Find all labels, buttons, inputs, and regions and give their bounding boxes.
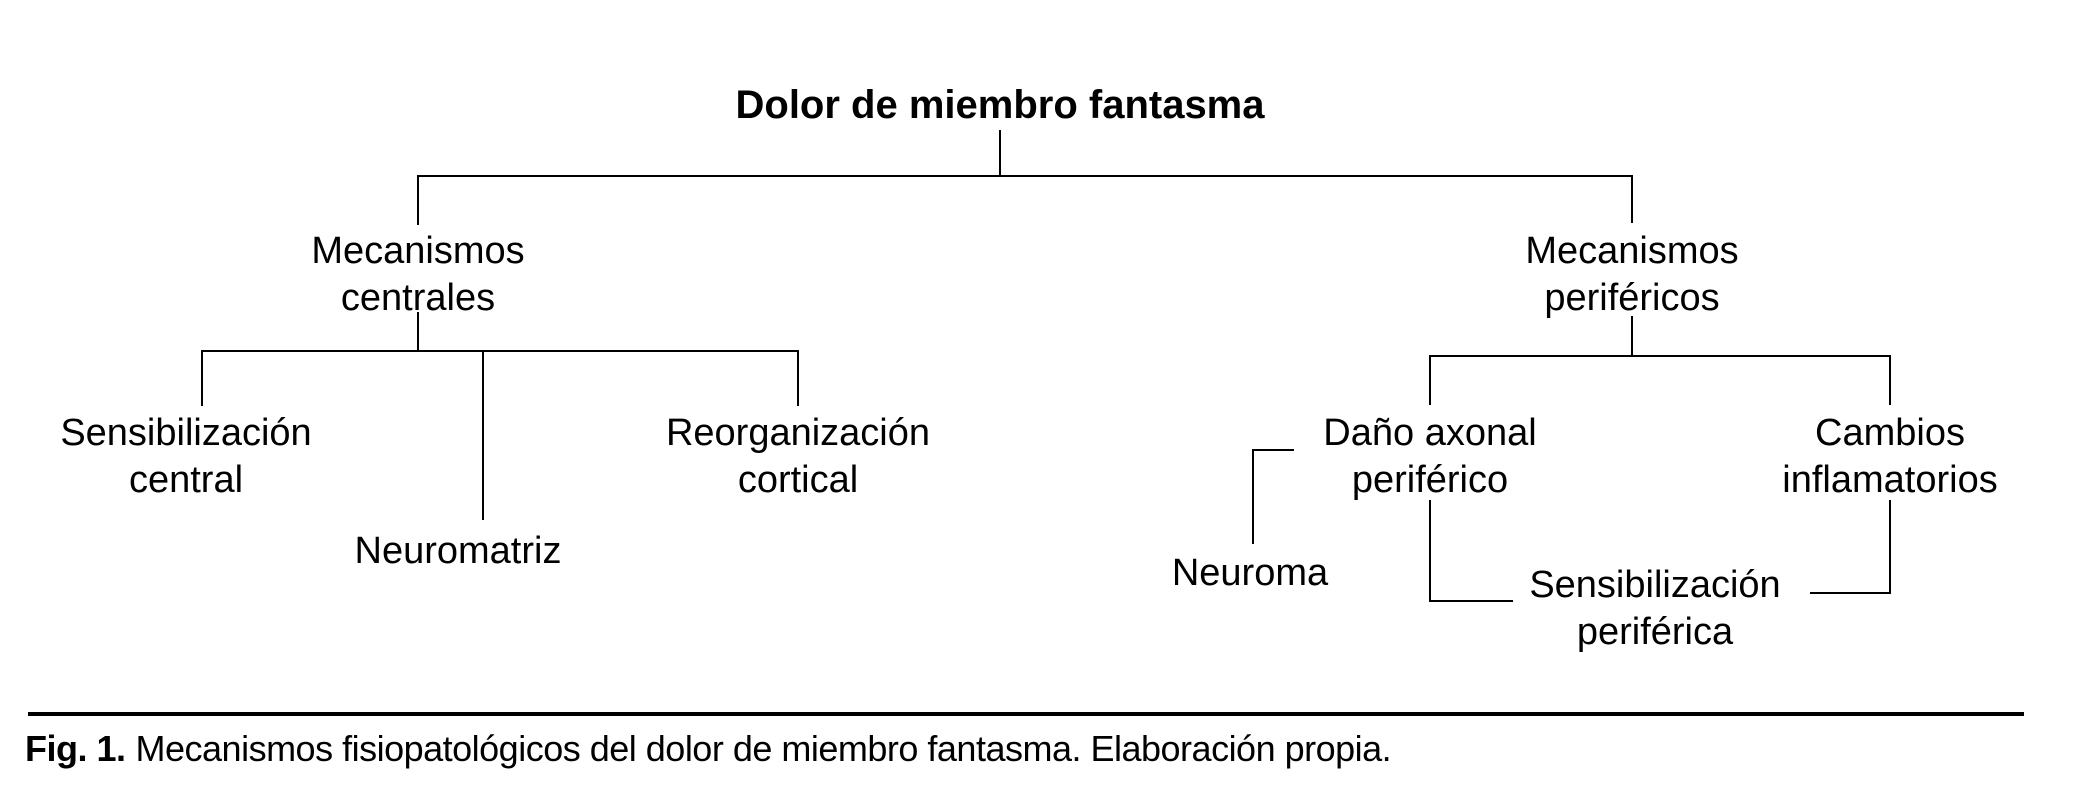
edge-to-neuromatriz [482, 350, 484, 520]
edge-perifericos-horizontal [1429, 355, 1891, 357]
edge-perifericos-stub [1631, 316, 1633, 357]
edge-dano-to-sensperiferica-horizontal [1429, 600, 1513, 602]
edge-to-sensibilizacion-central [201, 350, 203, 406]
node-dano-axonal-periferico: Daño axonal periférico [1323, 412, 1537, 501]
node-mecanismos-perifericos: Mecanismos periféricos [1525, 230, 1739, 319]
edge-centrales-horizontal [201, 350, 799, 352]
node-reorganizacion-cortical: Reorganización cortical [665, 412, 931, 501]
node-dolor-de-miembro-fantasma: Dolor de miembro fantasma [735, 83, 1265, 127]
node-neuromatriz: Neuromatriz [354, 530, 562, 572]
edge-centrales-stub [417, 312, 419, 352]
caption-separator-rule [28, 712, 2024, 716]
edge-dano-to-neuroma-vertical [1252, 449, 1254, 544]
edge-root-stub [999, 130, 1001, 177]
node-sensibilizacion-central: Sensibilización central [60, 412, 312, 501]
node-mecanismos-centrales: Mecanismos centrales [311, 230, 525, 319]
edge-to-centrales [417, 175, 419, 225]
figure-caption-text: Mecanismos fisiopatológicos del dolor de… [135, 728, 1392, 769]
edge-root-horizontal [417, 175, 1633, 177]
node-neuroma: Neuroma [1171, 552, 1329, 594]
edge-dano-to-sensperiferica-vertical [1429, 500, 1431, 602]
edge-cambios-to-sensperiferica-vertical [1889, 500, 1891, 594]
node-cambios-inflamatorios: Cambios inflamatorios [1782, 412, 1998, 501]
figure-caption-label: Fig. 1. [25, 728, 126, 769]
figure-caption: Fig. 1.Mecanismos fisiopatológicos del d… [25, 728, 1392, 770]
edge-to-dano-axonal [1429, 355, 1431, 405]
edge-to-perifericos [1631, 175, 1633, 223]
edge-to-cambios-inflamatorios [1889, 355, 1891, 405]
edge-to-reorganizacion-cortical [797, 350, 799, 406]
node-sensibilizacion-periferica: Sensibilización periférica [1529, 564, 1781, 653]
edge-cambios-to-sensperiferica-horizontal [1810, 592, 1891, 594]
edge-dano-to-neuroma-horizontal [1252, 449, 1294, 451]
